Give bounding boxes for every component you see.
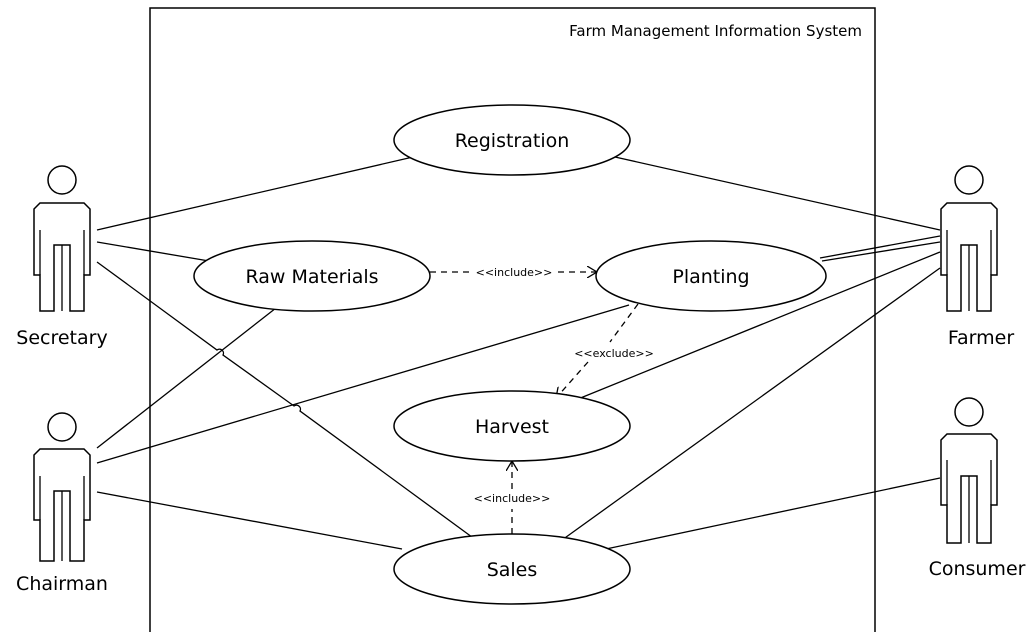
associations (96, 156, 941, 550)
actor-figure-icon (33, 165, 91, 312)
actor-consumer-label: Consumer (929, 558, 1026, 580)
system-title: Farm Management Information System (569, 22, 862, 40)
include-raw-planting-label: <<include>> (476, 266, 553, 279)
actor-chairman-label: Chairman (16, 573, 108, 595)
actor-consumer[interactable]: Consumer (929, 397, 1026, 580)
actor-figure-icon (940, 165, 998, 312)
use-case-raw-materials[interactable]: Raw Materials (193, 240, 431, 312)
assoc-farmer-registration (614, 156, 941, 231)
use-case-harvest-label: Harvest (475, 416, 549, 438)
use-case-sales-label: Sales (487, 559, 538, 581)
use-case-registration[interactable]: Registration (393, 104, 631, 176)
assoc-chairman-raw-materials (96, 307, 277, 449)
use-case-sales[interactable]: Sales (393, 533, 631, 605)
actor-farmer-label: Farmer (948, 327, 1015, 349)
assoc-secretary-raw-materials (96, 241, 210, 262)
assoc-consumer-sales (605, 477, 941, 550)
actor-chairman[interactable]: Chairman (16, 412, 108, 595)
use-case-harvest[interactable]: Harvest (393, 390, 631, 462)
assoc-secretary-sales (96, 261, 477, 541)
use-case-planting[interactable]: Planting (595, 240, 827, 312)
dependencies: <<include>> <<exclude>> <<include>> (430, 266, 654, 534)
actor-farmer[interactable]: Farmer (940, 165, 1015, 349)
assoc-farmer-planting-2 (821, 241, 941, 262)
assoc-secretary-registration (96, 156, 414, 231)
actor-secretary[interactable]: Secretary (16, 165, 108, 349)
exclude-planting-harvest-line-a (609, 303, 639, 343)
system-boundary (149, 7, 876, 632)
assoc-chairman-sales (96, 491, 403, 550)
assoc-farmer-harvest (577, 251, 941, 400)
actor-secretary-label: Secretary (16, 327, 107, 349)
actor-figure-icon (940, 397, 998, 544)
assoc-farmer-planting-1 (819, 235, 941, 259)
use-case-registration-label: Registration (455, 130, 570, 152)
include-sales-harvest-label: <<include>> (474, 492, 551, 505)
use-case-raw-materials-label: Raw Materials (245, 266, 378, 288)
exclude-planting-harvest-line-b (556, 361, 589, 398)
assoc-farmer-sales (561, 267, 941, 541)
use-case-planting-label: Planting (672, 266, 749, 288)
actor-figure-icon (33, 412, 91, 562)
assoc-chairman-planting (96, 304, 630, 464)
exclude-planting-harvest-label: <<exclude>> (574, 347, 654, 360)
